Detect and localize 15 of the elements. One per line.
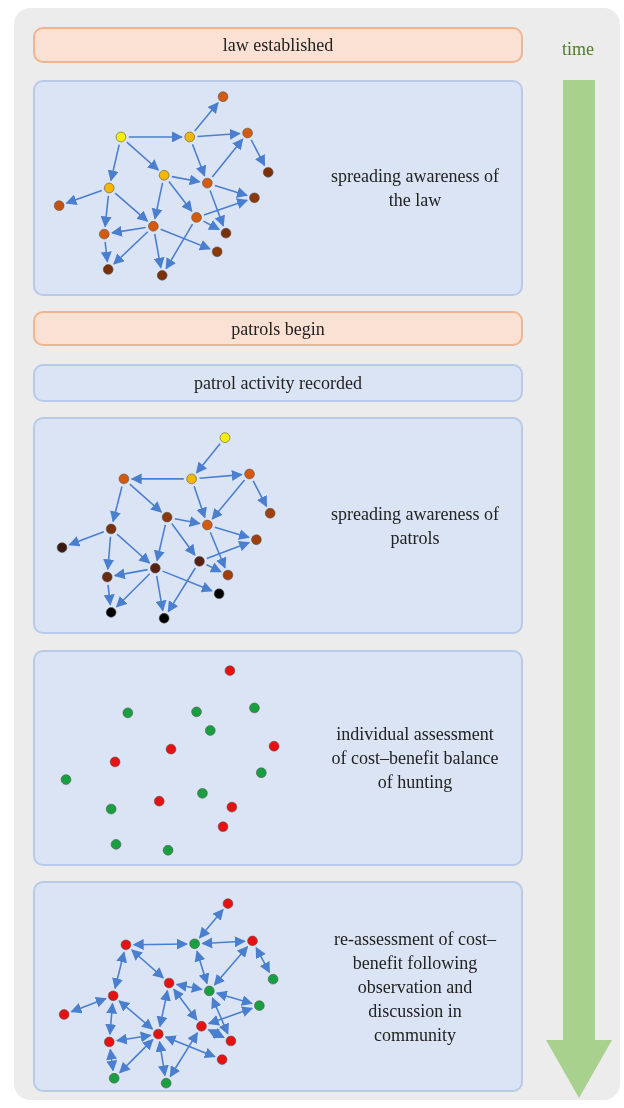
stage-box xyxy=(33,364,523,402)
stage-label: patrol activity recorded xyxy=(194,372,362,395)
stage-panel xyxy=(33,650,523,866)
stage-label: spreading awareness of the law xyxy=(330,165,500,212)
stage-box xyxy=(33,311,523,346)
stage-label: law established xyxy=(222,34,334,57)
stage-label: individual assessment of cost–benefit balance of hunting xyxy=(330,723,500,794)
stage-panel xyxy=(33,417,523,634)
stage-panel xyxy=(33,881,523,1092)
stage-label: spreading awareness of patrols xyxy=(330,502,500,550)
stage-panel xyxy=(33,80,523,296)
stage-label: patrols begin xyxy=(231,317,325,341)
stage-label: re-assessment of cost–benefit following observation and discussion in community xyxy=(333,927,497,1047)
axis-label: time xyxy=(561,38,595,61)
stage-box xyxy=(33,27,523,63)
